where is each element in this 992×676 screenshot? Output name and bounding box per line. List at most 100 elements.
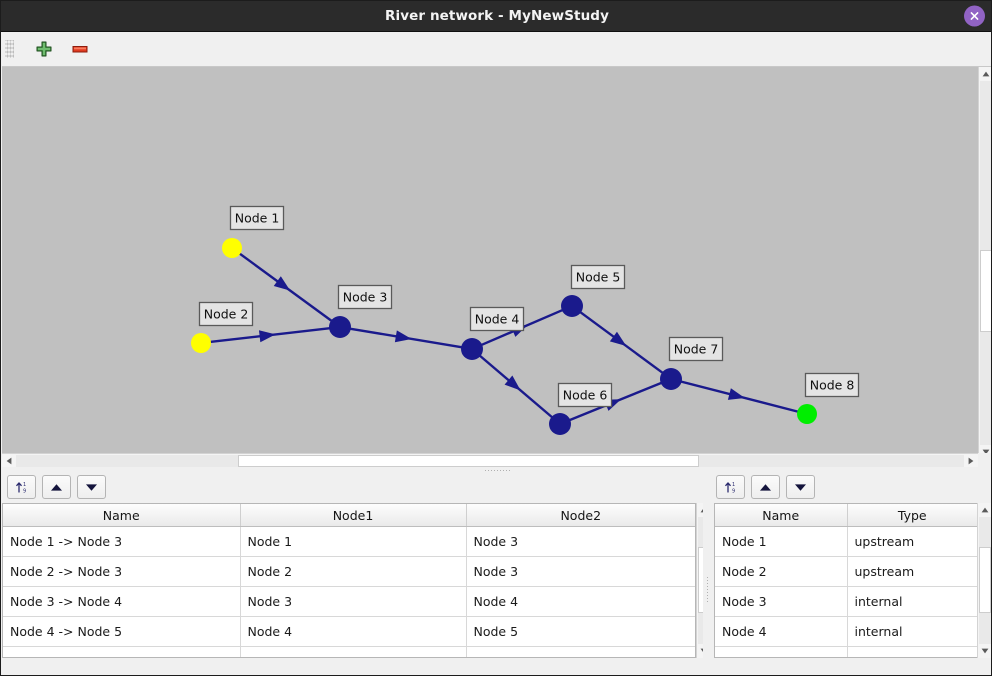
nodes-scroll-up-button[interactable] bbox=[978, 503, 991, 517]
links-move-down-button[interactable] bbox=[77, 475, 106, 499]
table-cell[interactable]: Node 4 bbox=[240, 616, 467, 647]
delete-node-button[interactable] bbox=[66, 35, 94, 63]
column-header-name[interactable]: Name bbox=[715, 504, 848, 527]
graph-node-node-5[interactable] bbox=[561, 295, 583, 317]
table-cell[interactable]: Node 1 -> Node 3 bbox=[3, 526, 241, 557]
column-header-node2[interactable]: Node2 bbox=[466, 504, 695, 527]
nodes-move-up-button[interactable] bbox=[751, 475, 780, 499]
horizontal-splitter[interactable] bbox=[703, 501, 711, 675]
canvas-scroll-up-button[interactable] bbox=[979, 67, 991, 81]
window-title: River network - MyNewStudy bbox=[385, 8, 609, 24]
table-cell-empty[interactable] bbox=[240, 646, 467, 657]
nodes-move-down-button[interactable] bbox=[786, 475, 815, 499]
canvas-scroll-left-button[interactable] bbox=[2, 454, 16, 468]
edge-arrow-icon bbox=[727, 388, 745, 400]
sort-icon: 1 9 bbox=[15, 482, 26, 494]
table-cell[interactable]: Node 3 -> Node 4 bbox=[3, 586, 241, 617]
graph-label-node-8: Node 8 bbox=[804, 372, 860, 398]
table-cell[interactable]: Node 4 bbox=[466, 586, 695, 617]
graph-node-node-6[interactable] bbox=[549, 413, 571, 435]
graph-node-node-2[interactable] bbox=[191, 333, 211, 353]
graph-node-node-7[interactable] bbox=[660, 368, 682, 390]
links-table-row-empty[interactable] bbox=[3, 646, 695, 657]
graph-node-node-4[interactable] bbox=[461, 338, 483, 360]
graph-label-node-3: Node 3 bbox=[337, 284, 393, 310]
vertical-splitter[interactable] bbox=[2, 467, 991, 473]
column-header-type[interactable]: Type bbox=[847, 504, 977, 527]
svg-text:9: 9 bbox=[23, 488, 26, 494]
canvas-vscroll-thumb[interactable] bbox=[980, 250, 991, 332]
table-cell-empty[interactable] bbox=[715, 646, 848, 657]
label-text: Node 1 bbox=[235, 211, 280, 226]
nodes-panel-toolbar: 1 9 bbox=[711, 473, 991, 501]
table-cell[interactable]: Node 4 bbox=[715, 616, 848, 647]
table-cell-empty[interactable] bbox=[847, 646, 977, 657]
table-cell[interactable]: Node 3 bbox=[715, 586, 848, 617]
table-cell[interactable]: Node 2 bbox=[240, 556, 467, 587]
graph-node-node-8[interactable] bbox=[797, 404, 817, 424]
canvas-vertical-scrollbar[interactable] bbox=[978, 67, 991, 459]
nodes-sort-button[interactable]: 1 9 bbox=[716, 475, 745, 499]
delete-icon bbox=[72, 46, 88, 53]
links-sort-button[interactable]: 1 9 bbox=[7, 475, 36, 499]
column-header-name[interactable]: Name bbox=[3, 504, 241, 527]
canvas-hscroll-thumb[interactable] bbox=[238, 455, 699, 467]
table-cell-empty[interactable] bbox=[3, 646, 241, 657]
graph-nodes[interactable] bbox=[191, 238, 817, 435]
canvas-scroll-right-button[interactable] bbox=[964, 454, 978, 468]
column-header-node1[interactable]: Node1 bbox=[240, 504, 467, 527]
canvas-horizontal-scrollbar[interactable] bbox=[2, 453, 978, 468]
nodes-scroll-down-button[interactable] bbox=[978, 644, 991, 658]
table-cell[interactable]: Node 3 bbox=[466, 556, 695, 587]
nodes-vertical-scrollbar[interactable] bbox=[977, 503, 991, 658]
table-cell[interactable]: upstream bbox=[847, 556, 977, 587]
table-cell-empty[interactable] bbox=[466, 646, 695, 657]
table-cell[interactable]: internal bbox=[847, 586, 977, 617]
table-cell[interactable]: Node 1 bbox=[715, 526, 848, 557]
nodes-vscroll-thumb[interactable] bbox=[979, 547, 991, 613]
table-cell[interactable]: Node 1 bbox=[240, 526, 467, 557]
close-icon bbox=[970, 12, 979, 20]
graph-label-node-5: Node 5 bbox=[570, 264, 626, 290]
table-cell[interactable]: Node 3 bbox=[240, 586, 467, 617]
label-box bbox=[469, 306, 525, 332]
nodes-table-row-empty[interactable] bbox=[715, 646, 977, 657]
chevron-right-icon bbox=[968, 457, 974, 465]
table-cell[interactable]: Node 2 bbox=[715, 556, 848, 587]
table-cell[interactable]: Node 5 bbox=[466, 616, 695, 647]
label-box bbox=[337, 284, 393, 310]
arrow-down-icon bbox=[795, 483, 806, 491]
toolbar-drag-handle[interactable] bbox=[5, 40, 14, 58]
label-text: Node 7 bbox=[674, 342, 719, 357]
table-cell[interactable]: Node 4 -> Node 5 bbox=[3, 616, 241, 647]
graph-node-node-3[interactable] bbox=[329, 316, 351, 338]
table-cell[interactable]: upstream bbox=[847, 526, 977, 557]
label-box bbox=[570, 264, 626, 290]
add-node-button[interactable] bbox=[30, 35, 58, 63]
close-window-button[interactable] bbox=[964, 5, 985, 27]
main-toolbar bbox=[2, 32, 991, 67]
links-move-up-button[interactable] bbox=[42, 475, 71, 499]
table-cell[interactable]: Node 3 bbox=[466, 526, 695, 557]
table-cell[interactable]: Node 2 -> Node 3 bbox=[3, 556, 241, 587]
table-cell[interactable]: internal bbox=[847, 616, 977, 647]
graph-node-node-1[interactable] bbox=[222, 238, 242, 258]
